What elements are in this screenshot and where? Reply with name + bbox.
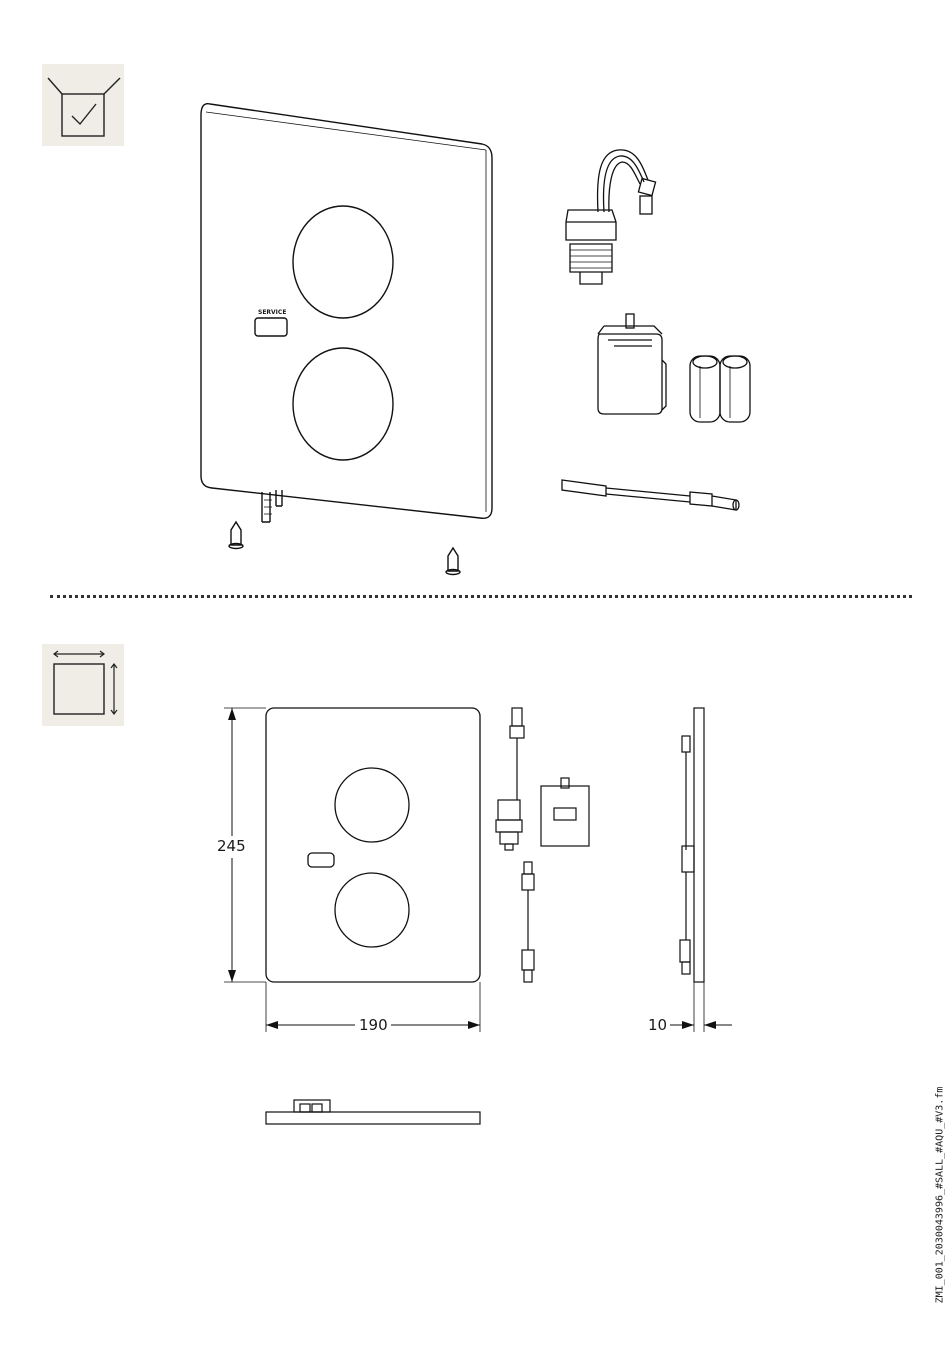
document-id: ZMI_001_2030043996_#SALL_#AQU_#V3.fm — [935, 1087, 946, 1304]
document-reference: ZMI_001_2030043996_#SALL_#AQU_#V3.fm — [930, 1030, 950, 1360]
